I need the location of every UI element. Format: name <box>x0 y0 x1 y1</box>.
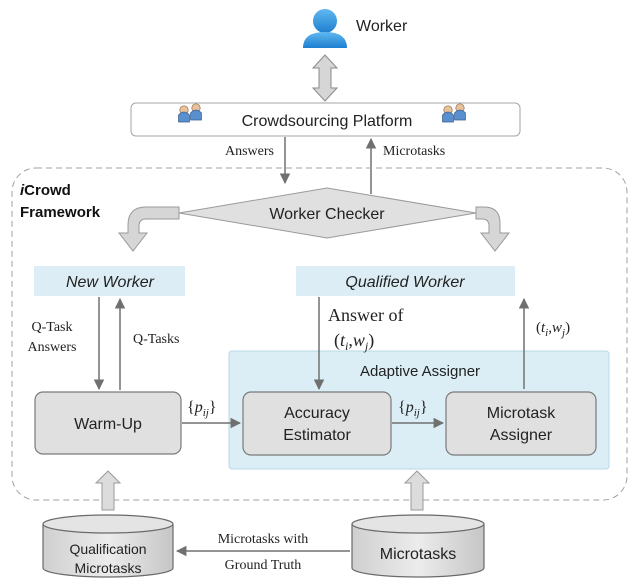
ground-truth-label-line2: Ground Truth <box>225 558 302 573</box>
pij-label-1: {pij} <box>187 399 217 419</box>
qualification-db-label-line1: Qualification <box>69 541 146 557</box>
accuracy-estimator-label-line1: Accuracy <box>284 405 350 422</box>
worker-label: Worker <box>356 18 408 35</box>
answer-of-label: Answer of <box>328 305 403 325</box>
qualification-upward-arrow <box>94 470 122 511</box>
accuracy-estimator-box <box>242 391 392 456</box>
microtask-assigner-label-line2: Assigner <box>490 427 553 444</box>
qtask-answers-label-line2: Answers <box>28 340 77 355</box>
qualification-microtasks-database <box>42 514 174 578</box>
pij-label-2: {pij} <box>398 399 428 419</box>
new-worker-box <box>34 266 185 296</box>
warm-up-label: Warm-Up <box>74 416 142 433</box>
microtask-assigner-label-line1: Microtask <box>487 405 556 422</box>
qualification-db-label-line2: Microtasks <box>75 560 142 576</box>
person-icon <box>303 9 347 48</box>
accuracy-estimator-label-line2: Estimator <box>283 427 351 444</box>
warm-up-box <box>34 391 182 455</box>
microtasks-label: Microtasks <box>383 144 445 159</box>
qtasks-label: Q-Tasks <box>133 332 179 347</box>
ground-truth-label-line1: Microtasks with <box>218 532 309 547</box>
worker-platform-double-arrow <box>311 54 339 102</box>
answers-label: Answers <box>225 144 274 159</box>
icrowd-framework-boundary <box>11 167 628 501</box>
qualified-worker-box <box>296 266 515 296</box>
qtask-answers-label-line1: Q-Task <box>31 320 72 335</box>
worker-checker-label: Worker Checker <box>269 206 385 223</box>
assigner-pair-label: (ti,wj) <box>536 320 570 339</box>
framework-title: iCrowd <box>20 182 71 199</box>
answer-of-pair-label: (ti,wj) <box>334 330 374 353</box>
new-worker-label: New Worker <box>66 274 155 291</box>
microtask-assigner-box <box>445 391 597 456</box>
framework-title-line2: Framework <box>20 204 101 221</box>
qualified-worker-label: Qualified Worker <box>345 274 465 291</box>
platform-label: Crowdsourcing Platform <box>242 113 413 130</box>
adaptive-assigner-label: Adaptive Assigner <box>360 363 480 380</box>
checker-to-new-worker-arrow <box>117 206 180 252</box>
checker-to-qualified-worker-arrow <box>475 206 511 252</box>
microtasks-db-label: Microtasks <box>380 546 456 563</box>
microtasks-database <box>351 514 485 578</box>
crowdsourcing-platform-box <box>130 102 521 137</box>
microtasks-upward-arrow <box>403 470 431 511</box>
